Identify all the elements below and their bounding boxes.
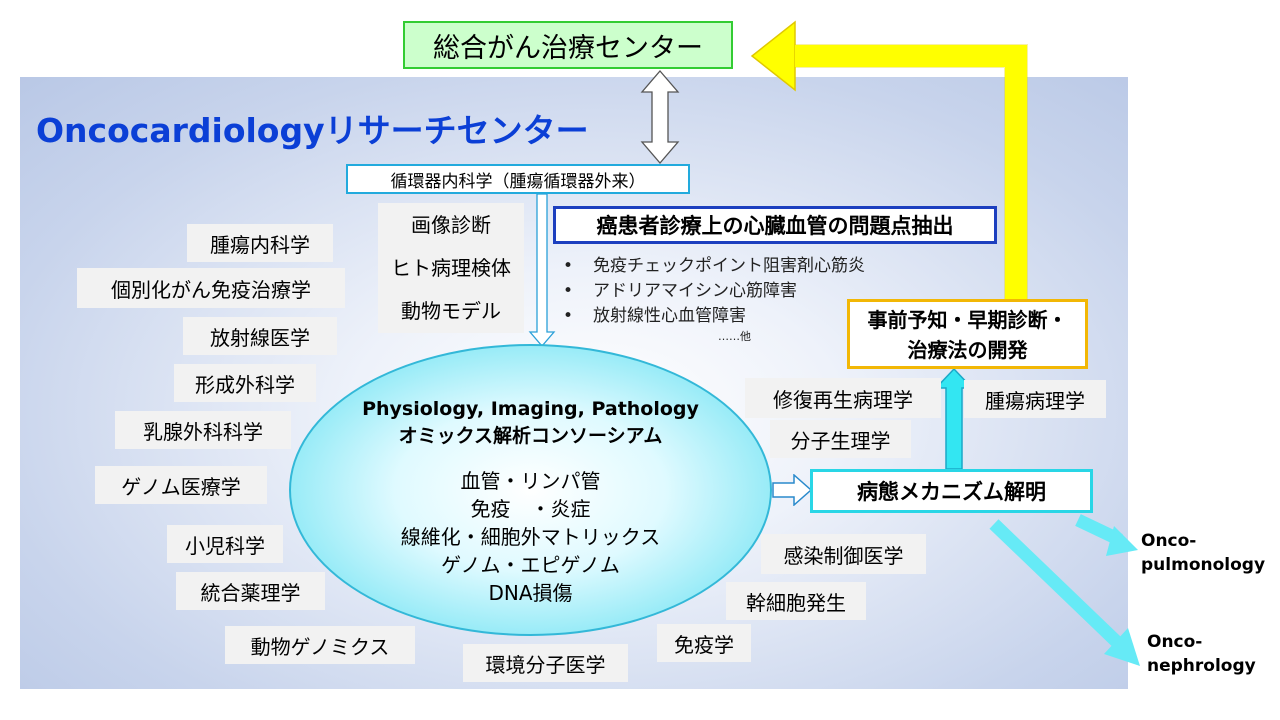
field-label: 分子生理学	[770, 420, 911, 458]
comprehensive-cancer-center-box: 総合がん治療センター	[403, 21, 733, 69]
double-arrow-icon	[640, 70, 680, 164]
field-label: 腫瘍病理学	[964, 380, 1106, 418]
field-label: 形成外科学	[174, 364, 316, 402]
field-label: 修復再生病理学	[745, 378, 941, 418]
list-item: •免疫チェックポイント阻害剤心筋炎	[563, 256, 865, 276]
field-label: 乳腺外科科学	[115, 411, 291, 449]
field-label: 放射線医学	[183, 317, 337, 355]
method-item: ヒト病理検体	[391, 255, 511, 280]
topic-item: 免疫 ・炎症	[470, 497, 591, 521]
problem-extraction-box: 癌患者診療上の心臓血管の問題点抽出	[553, 206, 997, 244]
research-center-title: Oncocardiologyリサーチセンター	[36, 111, 589, 150]
method-item: 画像診断	[411, 212, 491, 237]
method-item: 動物モデル	[401, 298, 501, 323]
field-label: 環境分子医学	[463, 644, 628, 682]
consortium-ellipse	[289, 344, 772, 636]
cardiology-box: 循環器内科学（腫瘍循環器外来）	[346, 164, 690, 194]
list-item: •放射線性心血管障害	[563, 306, 746, 326]
field-label: 腫瘍内科学	[187, 224, 333, 262]
field-label: 感染制御医学	[761, 534, 926, 574]
methods-box: 画像診断 ヒト病理検体 動物モデル	[378, 203, 524, 333]
onco-nephrology-label: Onco- nephrology	[1147, 632, 1256, 676]
field-label: 小児科学	[167, 525, 283, 563]
right-arrow-icon	[772, 474, 812, 506]
topic-item: DNA損傷	[488, 581, 573, 605]
onco-pulmonology-label: Onco- pulmonology	[1141, 531, 1266, 575]
list-item: •アドリアマイシン心筋障害	[563, 281, 797, 301]
field-label: 動物ゲノミクス	[225, 626, 415, 664]
topic-item: ゲノム・エピゲノム	[441, 553, 620, 577]
consortium-topics: 血管・リンパ管 免疫 ・炎症 線維化・細胞外マトリックス ゲノム・エピゲノム D…	[289, 467, 772, 607]
problem-list: •免疫チェックポイント阻害剤心筋炎 •アドリアマイシン心筋障害 •放射線性心血管…	[563, 254, 865, 329]
problems-etc: ……他	[718, 330, 751, 343]
mechanism-box: 病態メカニズム解明	[810, 469, 1093, 513]
field-label: 幹細胞発生	[726, 582, 866, 620]
consortium-title: Physiology, Imaging, Pathology オミックス解析コン…	[362, 398, 699, 447]
field-label: 免疫学	[657, 624, 751, 662]
topic-item: 血管・リンパ管	[460, 469, 601, 493]
field-label: ゲノム医療学	[95, 466, 267, 504]
topic-item: 線維化・細胞外マトリックス	[400, 525, 661, 549]
field-label: 統合薬理学	[176, 572, 325, 610]
down-arrow-icon	[528, 194, 556, 347]
prevention-box: 事前予知・早期診断・ 治療法の開発	[847, 299, 1088, 369]
field-label: 個別化がん免疫治療学	[77, 268, 345, 308]
